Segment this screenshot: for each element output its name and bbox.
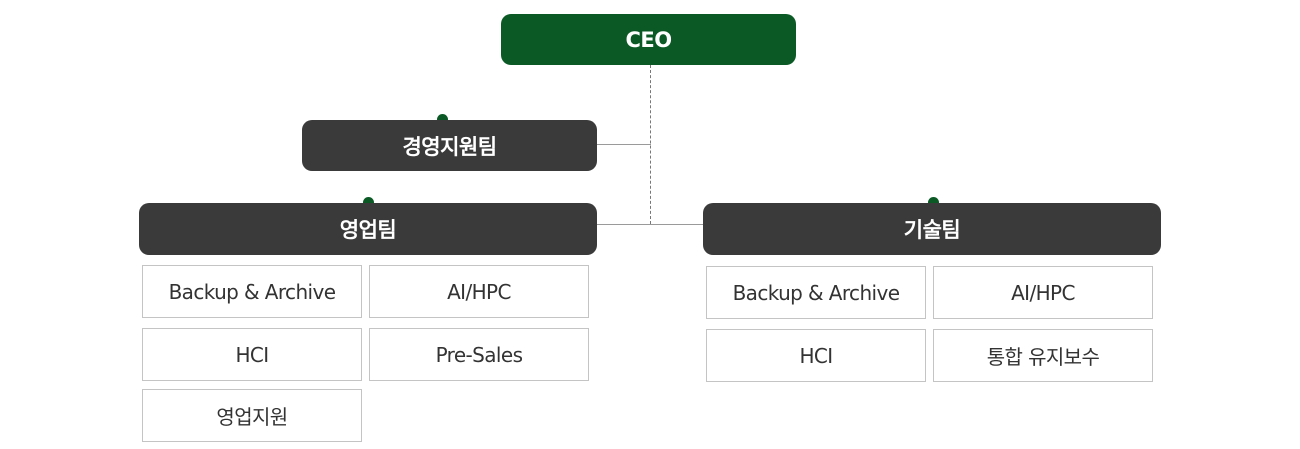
sales-unit-label: Backup & Archive [168, 279, 336, 304]
tech-unit-integrated-maintenance: 통합 유지보수 [933, 329, 1153, 382]
tech-team-node: 기술팀 [703, 203, 1161, 255]
management-node-dot [437, 114, 448, 125]
tech-unit-label: HCI [799, 343, 833, 368]
sales-unit-ai-hpc: AI/HPC [369, 265, 589, 318]
sales-team-label: 영업팀 [339, 218, 397, 242]
sales-unit-backup-archive: Backup & Archive [142, 265, 362, 318]
ceo-node: CEO [501, 14, 796, 65]
sales-unit-label: HCI [235, 342, 269, 367]
tech-unit-hci: HCI [706, 329, 926, 382]
sales-unit-label: 영업지원 [216, 405, 288, 429]
sales-unit-hci: HCI [142, 328, 362, 381]
tech-unit-label: Backup & Archive [732, 280, 900, 305]
management-connector-line [597, 144, 651, 145]
ceo-label: CEO [625, 27, 672, 52]
tech-node-dot [928, 197, 939, 208]
tech-unit-backup-archive: Backup & Archive [706, 266, 926, 319]
tech-unit-ai-hpc: AI/HPC [933, 266, 1153, 319]
tech-unit-label: AI/HPC [1011, 280, 1075, 305]
sales-node-dot [363, 197, 374, 208]
tech-unit-label: 통합 유지보수 [986, 345, 1100, 369]
sales-tech-connector-line [597, 224, 703, 225]
management-support-node: 경영지원팀 [302, 120, 597, 171]
management-support-label: 경영지원팀 [402, 134, 497, 159]
tech-team-label: 기술팀 [903, 218, 961, 242]
sales-unit-sales-support: 영업지원 [142, 389, 362, 442]
sales-unit-label: AI/HPC [447, 279, 511, 304]
sales-unit-label: Pre-Sales [435, 342, 523, 367]
sales-unit-pre-sales: Pre-Sales [369, 328, 589, 381]
sales-team-node: 영업팀 [139, 203, 597, 255]
